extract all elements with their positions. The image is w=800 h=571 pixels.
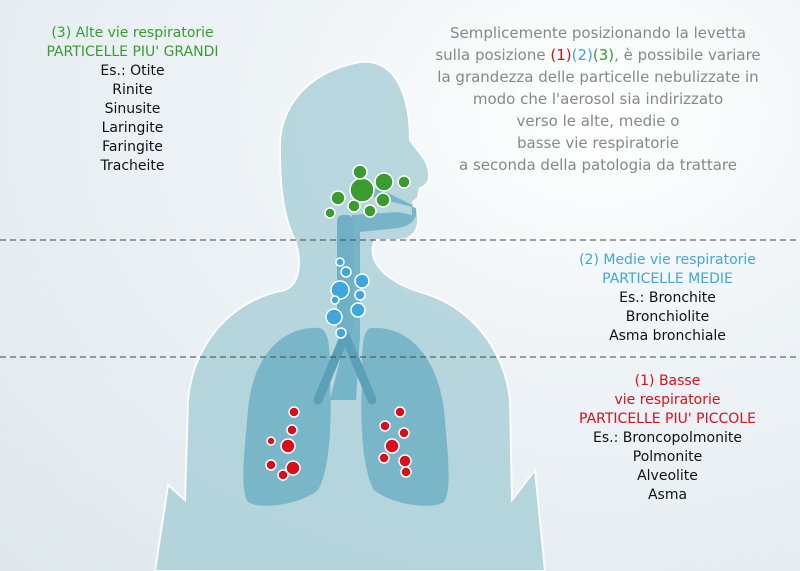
upper-example: Sinusite [104, 101, 161, 117]
intro-line-5: verso le alte, medie o [516, 112, 680, 130]
medium-particle [335, 327, 347, 339]
upper-airways-block: (3) Alte vie respiratorie PARTICELLE PIU… [10, 24, 255, 176]
lower-example: Asma [647, 487, 688, 503]
bronchi [313, 330, 377, 405]
left-lung [243, 327, 331, 506]
large-particle [349, 177, 375, 203]
small-particle [394, 406, 406, 418]
large-particle [374, 172, 394, 192]
medium-particle [330, 280, 350, 300]
position-3-label: (3) [592, 46, 615, 64]
upper-example: Es.: Otite [100, 63, 165, 79]
small-particle [285, 460, 301, 476]
medium-particles [325, 257, 370, 339]
intro-text: Semplicemente posizionando la levetta su… [418, 22, 778, 176]
small-particle [378, 452, 390, 464]
medium-particle [340, 266, 352, 278]
intro-line-2-prefix: sulla posizione [435, 46, 551, 64]
position-2-label: (2) [571, 46, 593, 64]
lower-airways-block: (1) Basse vie respiratorie PARTICELLE PI… [560, 372, 775, 505]
lower-subtitle: PARTICELLE PIU' PICCOLE [579, 411, 756, 427]
medium-particle [335, 257, 345, 267]
upper-title: (3) Alte vie respiratorie [51, 25, 214, 41]
upper-subtitle: PARTICELLE PIU' GRANDI [46, 44, 219, 60]
small-particle [398, 427, 410, 439]
middle-example: Asma bronchiale [609, 328, 726, 344]
small-particle [277, 469, 289, 481]
small-particle [384, 438, 400, 454]
medium-particle [354, 289, 366, 301]
medium-particle [354, 273, 370, 289]
intro-line-3: la grandezza delle particelle nebulizzat… [437, 68, 759, 86]
upper-example: Tracheite [100, 158, 165, 174]
large-particle [352, 164, 368, 180]
small-particles [265, 406, 412, 481]
small-particle [286, 424, 298, 436]
intro-line-6: basse vie respiratorie [517, 134, 679, 152]
large-particle [397, 175, 411, 189]
middle-airways-block: (2) Medie vie respiratorie PARTICELLE ME… [560, 251, 775, 346]
large-particle [363, 204, 377, 218]
lower-example: Es.: Broncopolmonite [593, 430, 742, 446]
small-particle [400, 466, 412, 478]
small-particle [266, 436, 276, 446]
upper-example: Rinite [112, 82, 153, 98]
small-particle [379, 420, 391, 432]
large-particle [330, 190, 346, 206]
position-1-label: (1) [550, 46, 572, 64]
lower-title: (1) Basse [634, 373, 701, 389]
lower-example: Polmonite [632, 449, 703, 465]
large-particle [324, 207, 336, 219]
medium-particle [350, 302, 366, 318]
upper-example: Laringite [101, 120, 164, 136]
intro-line-2: sulla posizione (1)(2)(3), è possibile v… [418, 44, 778, 66]
small-particle [288, 406, 300, 418]
large-particle [347, 199, 361, 213]
medium-particle [330, 295, 340, 305]
intro-line-4: modo che l'aerosol sia indirizzato [472, 90, 724, 108]
middle-subtitle: PARTICELLE MEDIE [602, 271, 733, 287]
small-particle [398, 454, 412, 468]
small-particle [265, 459, 277, 471]
small-particle [280, 438, 296, 454]
middle-example: Bronchiolite [625, 309, 710, 325]
large-particles [324, 164, 411, 219]
lower-example: Alveolite [637, 468, 698, 484]
intro-line-2-suffix: , è possibile variare [614, 46, 761, 64]
intro-line-1: Semplicemente posizionando la levetta [449, 24, 747, 42]
large-particle [375, 192, 391, 208]
intro-line-7: a seconda della patologia da trattare [459, 156, 737, 174]
middle-title: (2) Medie vie respiratorie [579, 252, 756, 268]
middle-example: Es.: Bronchite [619, 290, 716, 306]
lower-title-2: vie respiratorie [614, 392, 721, 408]
medium-particle [325, 308, 343, 326]
upper-example: Faringite [102, 139, 163, 155]
